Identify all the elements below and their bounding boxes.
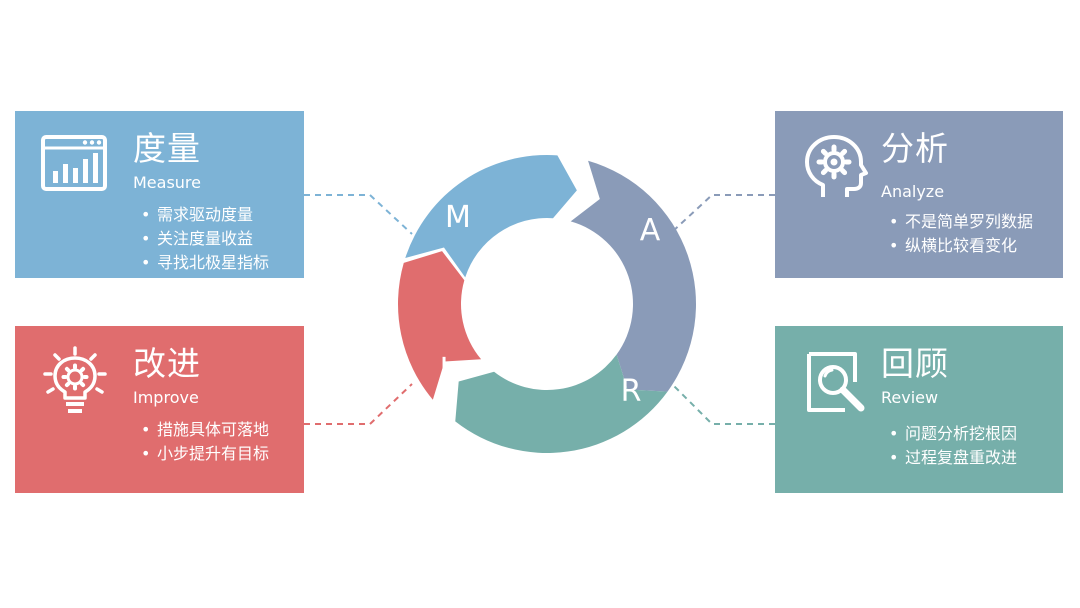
cycle-ring [398,155,696,453]
cycle-letter-a: A [639,213,661,248]
bullet-item: 纵横比较看变化 [875,234,1033,258]
card-review: 回顾 Review 问题分析挖根因 过程复盘重改进 [775,326,1063,493]
magnifier-icon [799,346,871,418]
bullet-list: 需求驱动度量 关注度量收益 寻找北极星指标 [127,203,269,275]
card-subtitle: Measure [133,173,201,192]
bullet-list: 措施具体可落地 小步提升有目标 [127,418,269,466]
bullet-list: 问题分析挖根因 过程复盘重改进 [875,422,1017,470]
bullet-item: 关注度量收益 [127,227,269,251]
card-title: 分析 [881,129,949,168]
dashboard-chart-icon [39,131,111,203]
card-title: 度量 [133,129,201,168]
cycle-arrow-m [405,155,577,278]
card-subtitle: Analyze [881,182,945,201]
cycle-letter-m: M [445,200,471,235]
card-title: 改进 [133,344,201,383]
connector-analyze [671,194,775,233]
bullet-item: 过程复盘重改进 [875,446,1017,470]
head-gear-icon [799,131,871,203]
lightbulb-gear-icon [39,346,111,418]
card-title: 回顾 [881,344,949,383]
cycle-arrow-i [398,251,482,400]
cycle-letter-i: I [439,352,449,387]
card-subtitle: Review [881,388,939,407]
bullet-item: 需求驱动度量 [127,203,269,227]
card-subtitle: Improve [133,388,199,407]
bullet-list: 不是简单罗列数据 纵横比较看变化 [875,210,1033,258]
cycle-arrow-r [455,354,668,453]
card-improve: 改进 Improve 措施具体可落地 小步提升有目标 [15,326,304,493]
cycle-arrow-a [570,160,696,392]
connector-measure [304,194,413,235]
card-measure: 度量 Measure 需求驱动度量 关注度量收益 寻找北极星指标 [15,111,304,278]
card-analyze: 分析 Analyze 不是简单罗列数据 纵横比较看变化 [775,111,1063,278]
bullet-item: 措施具体可落地 [127,418,269,442]
bullet-item: 寻找北极星指标 [127,251,269,275]
cycle-letter-r: R [620,374,642,409]
connector-review [671,383,775,425]
bullet-item: 问题分析挖根因 [875,422,1017,446]
bullet-item: 小步提升有目标 [127,442,269,466]
bullet-item: 不是简单罗列数据 [875,210,1033,234]
connector-improve [304,383,413,425]
